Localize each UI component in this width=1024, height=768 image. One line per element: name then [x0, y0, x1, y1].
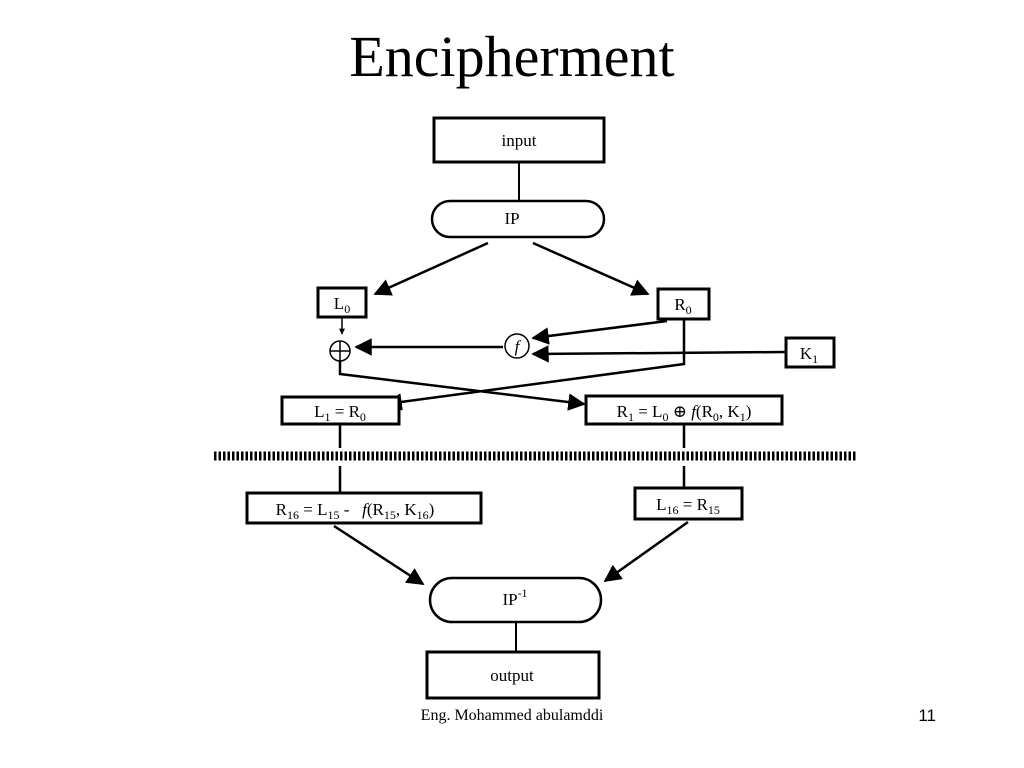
- ip-inverse-label: IP-1: [502, 586, 527, 609]
- xor-symbol: [329, 340, 351, 362]
- l0-label: L0: [334, 294, 350, 316]
- k1-box: K1: [784, 336, 836, 369]
- l16-label: L16 = R15: [656, 495, 720, 517]
- l0-box: L0: [316, 286, 368, 319]
- l16-to-ipinv-arrow: [603, 520, 689, 583]
- r16-label: R16 = L15 - f(R15, K16): [276, 500, 435, 522]
- r16-box: R16 = L15 - f(R15, K16): [245, 491, 483, 525]
- slide-footer: Eng. Mohammed abulamddi: [420, 707, 604, 724]
- l1-box: L1 = R0: [280, 395, 401, 426]
- l16-box: L16 = R15: [633, 486, 744, 521]
- input-box: input: [432, 116, 606, 164]
- ip-label: IP: [504, 209, 519, 228]
- ip-to-l0-arrow: [373, 241, 489, 296]
- f-function: f: [504, 333, 530, 359]
- r0-to-f-arrow: [531, 319, 668, 345]
- r1-box: R1 = L0 ⊕ f(R0, K1): [584, 394, 784, 426]
- ip-inverse-box: IP-1: [428, 576, 603, 624]
- k1-label: K1: [800, 344, 818, 366]
- xor-to-r1-path: [338, 361, 586, 411]
- k1-to-f-arrow: [531, 345, 787, 363]
- r1-label: R1 = L0 ⊕ f(R0, K1): [617, 402, 752, 424]
- output-label: output: [490, 666, 534, 685]
- ip-box: IP: [430, 199, 606, 239]
- page-number: 11: [918, 706, 936, 725]
- r0-to-l1-path: [384, 319, 686, 411]
- f-label: f: [515, 337, 522, 356]
- output-box: output: [425, 650, 601, 700]
- r0-box: R0: [656, 287, 711, 321]
- l1-label: L1 = R0: [314, 402, 366, 424]
- ip-to-r0-arrow: [532, 241, 650, 296]
- input-label: input: [502, 131, 537, 150]
- r16-to-ipinv-arrow: [333, 524, 425, 586]
- slide-title: Encipherment: [349, 24, 675, 89]
- r0-label: R0: [674, 295, 691, 317]
